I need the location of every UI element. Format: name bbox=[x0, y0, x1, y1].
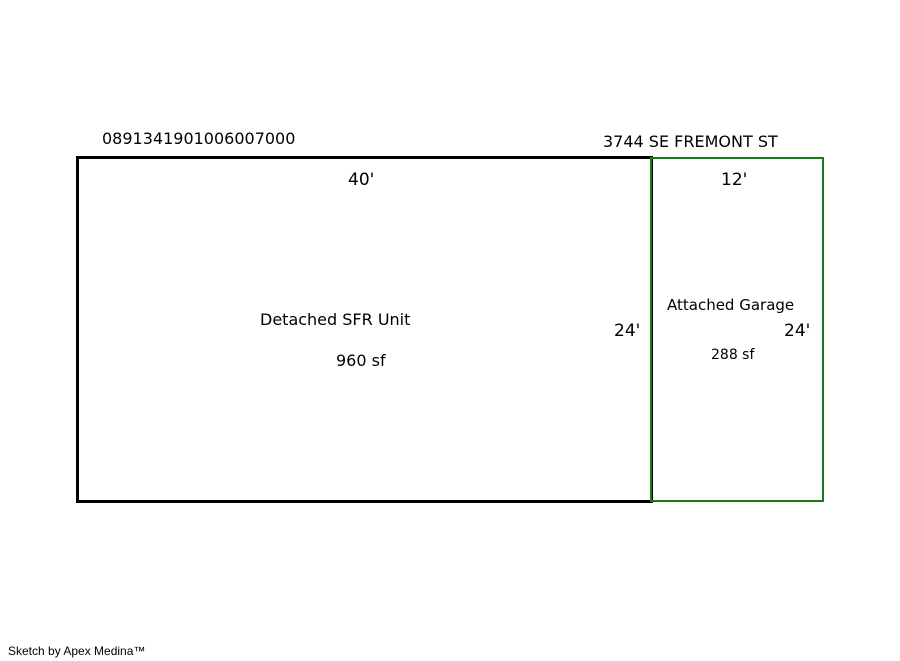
main-unit-depth-label: 24' bbox=[614, 321, 641, 341]
sketch-credit: Sketch by Apex Medina™ bbox=[8, 644, 146, 658]
garage-outline bbox=[650, 157, 824, 502]
garage-name: Attached Garage bbox=[667, 296, 795, 314]
main-unit-area: 960 sf bbox=[336, 351, 386, 370]
garage-width-label: 12' bbox=[721, 170, 748, 190]
parcel-id: 0891341901006007000 bbox=[102, 129, 296, 148]
main-unit-width-label: 40' bbox=[348, 170, 375, 190]
garage-area: 288 sf bbox=[711, 347, 755, 363]
address: 3744 SE FREMONT ST bbox=[603, 132, 778, 151]
garage-depth-label: 24' bbox=[784, 321, 811, 341]
main-unit-name: Detached SFR Unit bbox=[260, 310, 411, 329]
main-unit-outline bbox=[76, 156, 653, 503]
